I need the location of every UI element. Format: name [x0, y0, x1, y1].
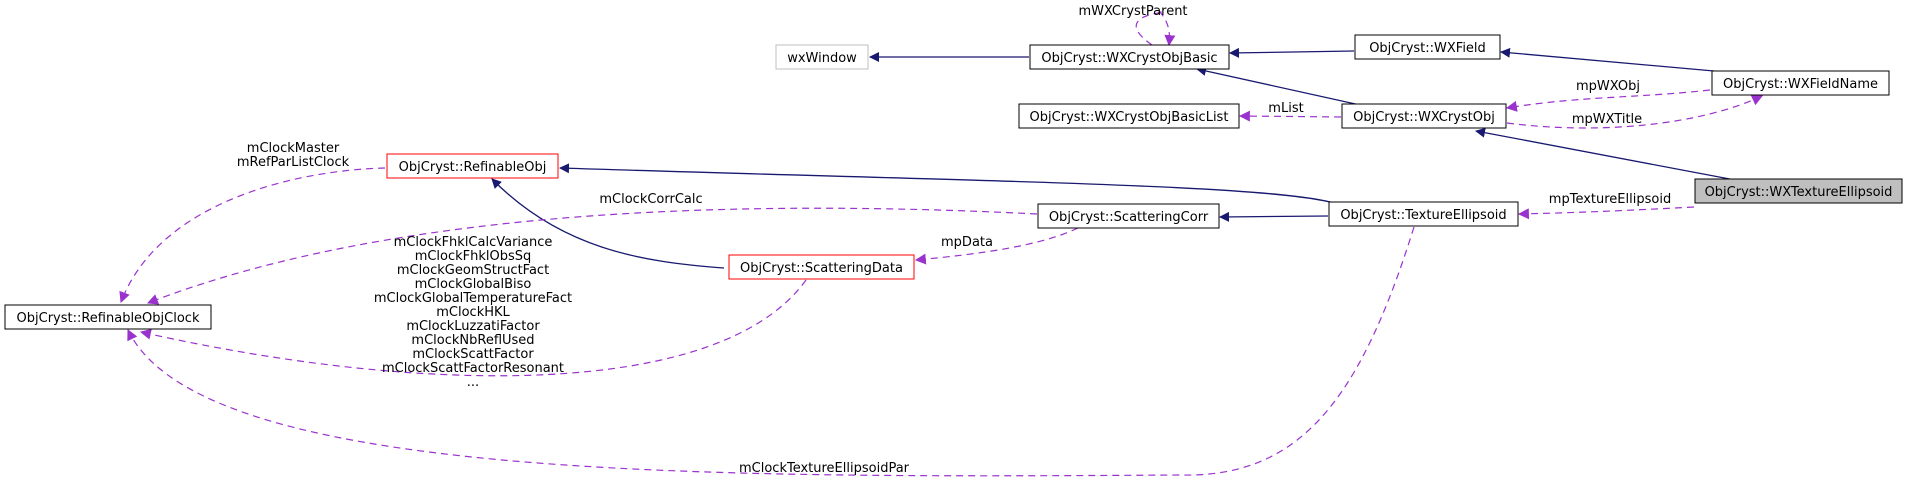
node-textureellipsoid-box	[1328, 201, 1519, 227]
label-clock-line: ...	[467, 375, 479, 390]
node-wxcrystobj[interactable]: ObjCryst::WXCrystObj	[1341, 103, 1507, 129]
label-mptextureellipsoid: mpTextureEllipsoid	[1549, 192, 1671, 207]
label-mpwxobj: mpWXObj	[1576, 79, 1640, 94]
edge-wxcrystobj-to-wxcrystobjbasic	[1196, 66, 1361, 106]
label-mrefparlistclock: mRefParListClock	[237, 155, 350, 170]
node-wxfield-box	[1354, 34, 1501, 60]
node-scatteringdata-label: ObjCryst::ScatteringData	[740, 261, 903, 276]
node-wxcrystobjbasic-box	[1029, 44, 1230, 70]
label-clock-line: mClockFhklObsSq	[415, 249, 532, 264]
node-wxfield[interactable]: ObjCryst::WXField	[1354, 34, 1501, 60]
edge-mlist	[1238, 110, 1342, 122]
node-wxfieldname-label: ObjCryst::WXFieldName	[1723, 77, 1878, 92]
node-wxfieldname-box	[1711, 70, 1890, 96]
label-clock-line: mClockGeomStructFact	[397, 263, 549, 278]
node-wxcrystobjbasiclist-box	[1018, 103, 1240, 129]
edge-mpwxobj	[1505, 89, 1711, 112]
node-refinableobj[interactable]: ObjCryst::RefinableObj	[386, 153, 559, 179]
node-textureellipsoid-label: ObjCryst::TextureEllipsoid	[1340, 208, 1506, 223]
label-clock-line: mClockGlobalTemperatureFact	[374, 291, 572, 306]
edge-textureellipsoid-to-refinableobj	[559, 163, 1341, 206]
label-clock-line: mClockScattFactorResonant	[382, 361, 564, 376]
edge-scatteringdata-to-refinableobj	[491, 178, 725, 269]
label-mclocktextureellipsoidpar: mClockTextureEllipsoidPar	[739, 461, 910, 476]
edge-mclockcorrcalc	[146, 207, 1038, 305]
node-wxcrystobjbasic-label: ObjCryst::WXCrystObjBasic	[1041, 51, 1217, 66]
edge-wxfieldname-to-wxfield	[1500, 47, 1715, 72]
edge-wxfield-to-wxcrystobjbasic	[1229, 47, 1355, 58]
node-scatteringdata[interactable]: ObjCryst::ScatteringData	[728, 254, 915, 280]
label-mclockmaster: mClockMaster	[247, 141, 340, 156]
edge-mpwxtitle	[1506, 95, 1763, 129]
label-mlist: mList	[1268, 101, 1303, 116]
label-clock-line: mClockScattFactor	[412, 347, 534, 362]
label-mclockcorrcalc: mClockCorrCalc	[599, 192, 702, 207]
node-wxwindow-box	[775, 44, 869, 70]
label-mpwxtitle: mpWXTitle	[1572, 112, 1642, 127]
label-mpdata: mpData	[941, 235, 993, 250]
node-wxcrystobj-label: ObjCryst::WXCrystObj	[1353, 110, 1495, 125]
label-clock-line: mClockGlobalBiso	[415, 277, 532, 292]
node-refinableobjclock-label: ObjCryst::RefinableObjClock	[17, 311, 200, 326]
node-wxfieldname[interactable]: ObjCryst::WXFieldName	[1711, 70, 1890, 96]
node-scatteringdata-box	[728, 254, 915, 280]
edge-mclocktextureellipsoidpar	[127, 226, 1415, 477]
node-wxcrystobjbasiclist-label: ObjCryst::WXCrystObjBasicList	[1030, 110, 1229, 125]
edge-textureellipsoid-to-scatteringcorr	[1219, 211, 1329, 222]
node-wxwindow-label: wxWindow	[787, 51, 857, 66]
label-scatteringdata-clocks: mClockFhklCalcVariance mClockFhklObsSq m…	[374, 235, 572, 390]
node-wxcrystobjbasic[interactable]: ObjCryst::WXCrystObjBasic	[1029, 44, 1230, 70]
edge-mpdata	[914, 227, 1079, 265]
node-textureellipsoid[interactable]: ObjCryst::TextureEllipsoid	[1328, 201, 1519, 227]
edge-wxtextureellipsoid-to-wxcrystobj	[1475, 127, 1736, 181]
label-clock-line: mClockNbReflUsed	[411, 333, 534, 348]
edge-scatteringdata-clocks	[139, 279, 807, 377]
node-wxtextureellipsoid-box	[1694, 178, 1903, 204]
node-scatteringcorr-box	[1037, 203, 1220, 229]
node-wxcrystobj-box	[1341, 103, 1507, 129]
node-wxtextureellipsoid-label: ObjCryst::WXTextureEllipsoid	[1705, 185, 1893, 200]
node-scatteringcorr-label: ObjCryst::ScatteringCorr	[1049, 210, 1209, 225]
node-refinableobj-box	[386, 153, 559, 179]
node-scatteringcorr[interactable]: ObjCryst::ScatteringCorr	[1037, 203, 1220, 229]
edge-mclockmaster	[119, 167, 386, 304]
node-wxfield-label: ObjCryst::WXField	[1369, 41, 1486, 56]
node-wxwindow[interactable]: wxWindow	[775, 44, 869, 70]
label-mwxcrystparent: mWXCrystParent	[1078, 4, 1187, 19]
label-clock-line: mClockLuzzatiFactor	[406, 319, 540, 334]
edge-mwxcrystparent-self-loop	[1135, 11, 1176, 47]
node-refinableobjclock-box	[4, 304, 212, 330]
edge-mptextureellipsoid	[1517, 206, 1695, 220]
node-refinableobjclock[interactable]: ObjCryst::RefinableObjClock	[4, 304, 212, 330]
node-wxtextureellipsoid[interactable]: ObjCryst::WXTextureEllipsoid	[1694, 178, 1903, 204]
node-wxcrystobjbasiclist[interactable]: ObjCryst::WXCrystObjBasicList	[1018, 103, 1240, 129]
label-clock-line: mClockFhklCalcVariance	[394, 235, 553, 250]
label-clock-line: mClockHKL	[436, 305, 510, 320]
node-refinableobj-label: ObjCryst::RefinableObj	[399, 160, 547, 175]
